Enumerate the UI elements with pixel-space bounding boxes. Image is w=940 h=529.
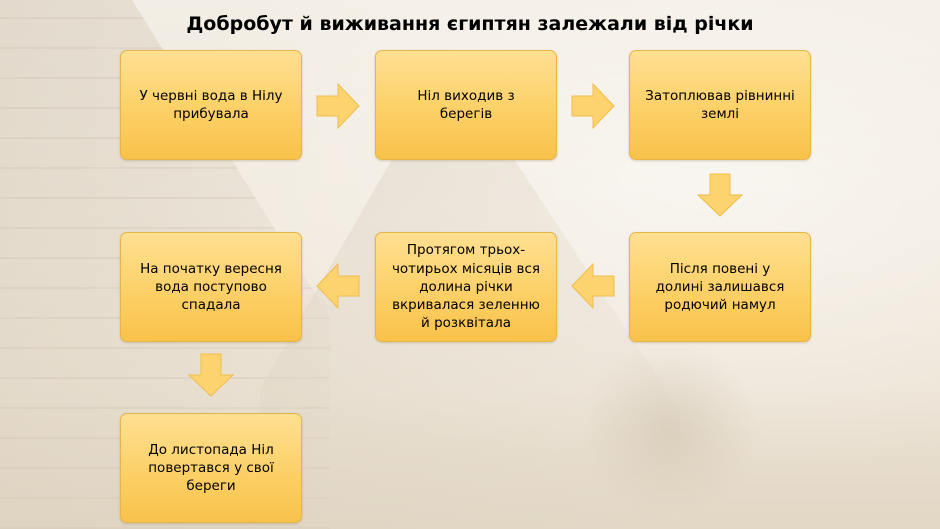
arrow-down-icon	[188, 353, 234, 397]
step-5-box: Протягом трьох-чотирьох місяців вся доли…	[375, 232, 557, 342]
arrow-left-icon	[571, 263, 615, 309]
step-3-text: Затоплював рівнинні землі	[645, 87, 795, 122]
arrow-down-icon	[697, 173, 743, 217]
step-1-box: У червні вода в Нілу прибувала	[120, 50, 302, 160]
background-camel	[580, 340, 760, 520]
step-2-box: Ніл виходив з берегів	[375, 50, 557, 160]
step-4-box: Після повені у долині залишався родючий …	[629, 232, 811, 342]
step-6-text: На початку вересня вода поступово спадал…	[140, 260, 282, 314]
step-3-box: Затоплював рівнинні землі	[629, 50, 811, 160]
step-2-text: Ніл виходив з берегів	[417, 87, 515, 122]
step-4-text: Після повені у долині залишався родючий …	[655, 260, 785, 314]
arrow-right-icon	[571, 83, 615, 129]
step-6-box: На початку вересня вода поступово спадал…	[120, 232, 302, 342]
step-7-box: До листопада Ніл повертався у свої берег…	[120, 413, 302, 523]
step-1-text: У червні вода в Нілу прибувала	[139, 87, 283, 122]
arrow-right-icon	[316, 83, 360, 129]
page-title: Добробут й виживання єгиптян залежали ві…	[186, 13, 754, 35]
arrow-left-icon	[316, 263, 360, 309]
step-7-text: До листопада Ніл повертався у свої берег…	[148, 441, 274, 495]
step-5-text: Протягом трьох-чотирьох місяців вся доли…	[391, 242, 541, 332]
